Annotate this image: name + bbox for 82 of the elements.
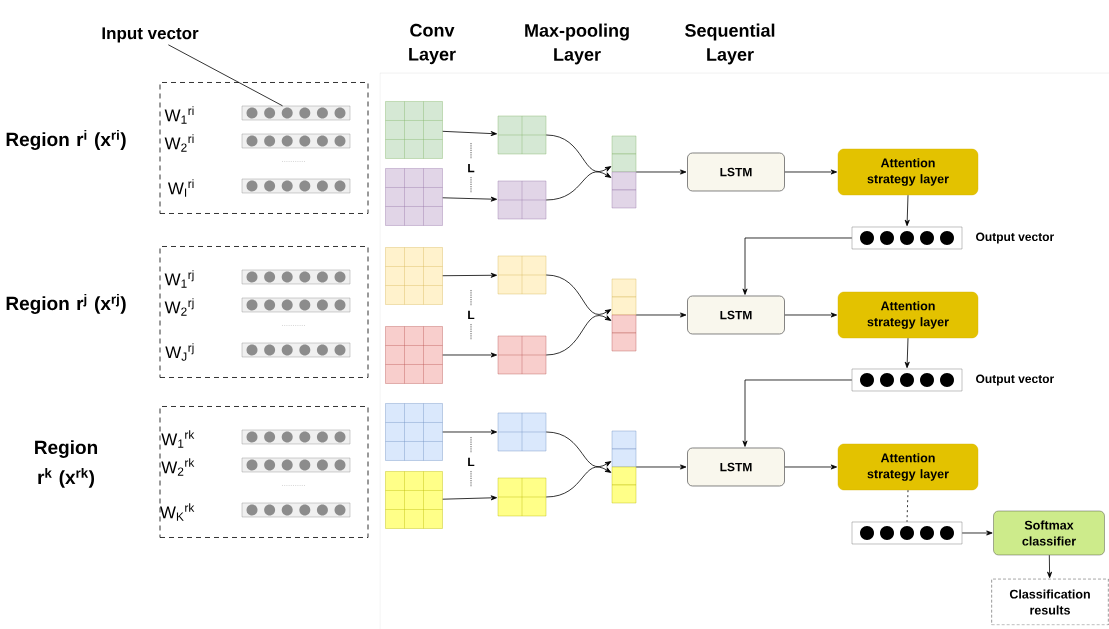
feature-map-grid [385, 471, 443, 529]
lstm-box: LSTM [687, 295, 785, 335]
arrow [635, 169, 687, 175]
arrow [635, 464, 687, 470]
column-header: Max-pooling Layer [525, 23, 629, 65]
classifier-box: Softmax classifier [993, 510, 1105, 556]
region-label: Region r$^{i}$ (x$^{ri}$) [6, 130, 126, 150]
column-header: Sequential Layer [685, 23, 775, 65]
concatenated-vector [611, 135, 637, 209]
lstm-box: LSTM [687, 152, 785, 192]
arrow [961, 530, 993, 536]
input-vector-bar [241, 429, 351, 445]
input-vector-bar [241, 457, 351, 473]
arrow [545, 315, 612, 356]
output-vector-bar [851, 226, 963, 250]
region-label: Region r$^{k}$ (x$^{rk}$) [35, 440, 98, 488]
output-vector-bar [851, 521, 963, 545]
input-vector-bar [241, 297, 351, 313]
concatenated-vector [611, 430, 637, 504]
attention-box: Attention strategy layer [837, 291, 979, 339]
connector-line [906, 489, 909, 523]
feature-map-grid [497, 477, 547, 517]
feature-map-grid [385, 326, 443, 384]
arrow [784, 312, 838, 318]
input-vector-bar [241, 342, 351, 358]
weight-label: W$_{1}$rk [161, 430, 195, 448]
arrow [545, 466, 612, 498]
feature-map-grid [385, 247, 443, 305]
weight-label: W$_{2}$rk [161, 458, 195, 476]
input-vector-bar [241, 105, 351, 121]
region-label: Region r$^{j}$ (x$^{rj}$) [6, 294, 126, 314]
lstm-box: LSTM [687, 447, 785, 487]
arrow [635, 312, 687, 318]
attention-box: Attention strategy layer [837, 148, 979, 196]
feature-map-grid [385, 403, 443, 461]
input-vector-bar [241, 502, 351, 518]
arrow [545, 134, 612, 172]
leader-line [167, 44, 283, 107]
arrow [442, 429, 498, 435]
concatenated-vector [611, 278, 637, 352]
feature-map-grid [497, 115, 547, 155]
weight-label: W$_{K}$rk [160, 503, 195, 521]
arrow [1047, 554, 1053, 579]
weight-label: W$_{1}$rj [164, 270, 194, 288]
feature-map-grid [385, 101, 443, 159]
arrow [442, 272, 498, 278]
arrow [545, 274, 612, 315]
side-label: Output vector [976, 232, 1054, 244]
weight-label: W$_{I}$ri [167, 179, 194, 197]
repeat-label: L [468, 163, 475, 173]
side-label: Output vector [976, 374, 1054, 386]
column-header: Conv Layer [409, 23, 456, 65]
attention-box: Attention strategy layer [837, 443, 979, 491]
arrow [904, 337, 910, 369]
result-box: Classification results [991, 578, 1109, 626]
output-vector-bar [851, 368, 963, 392]
callout-text: Input vector [102, 27, 199, 43]
feature-map-grid [497, 335, 547, 375]
arrow [545, 171, 612, 201]
arrow [742, 237, 853, 295]
input-vector-bar [241, 133, 351, 149]
arrow [742, 379, 853, 447]
weight-label: W$_{J}$rj [165, 343, 194, 361]
arrow [442, 352, 498, 358]
arrow [442, 130, 498, 137]
feature-map-grid [385, 168, 443, 226]
repeat-label: L [468, 457, 475, 467]
feature-map-grid [497, 255, 547, 295]
weight-label: W$_{2}$rj [164, 298, 194, 316]
arrow [442, 495, 498, 501]
arrow [442, 196, 498, 202]
arrow [784, 169, 838, 175]
arrow [545, 431, 612, 467]
feature-map-grid [497, 412, 547, 452]
input-vector-bar [241, 178, 351, 194]
input-vector-bar [241, 269, 351, 285]
feature-map-grid [497, 180, 547, 220]
repeat-label: L [468, 310, 475, 320]
weight-label: W$_{2}$ri [164, 134, 194, 152]
arrow [784, 464, 838, 470]
weight-label: W$_{1}$ri [164, 106, 194, 124]
arrow [904, 194, 910, 227]
